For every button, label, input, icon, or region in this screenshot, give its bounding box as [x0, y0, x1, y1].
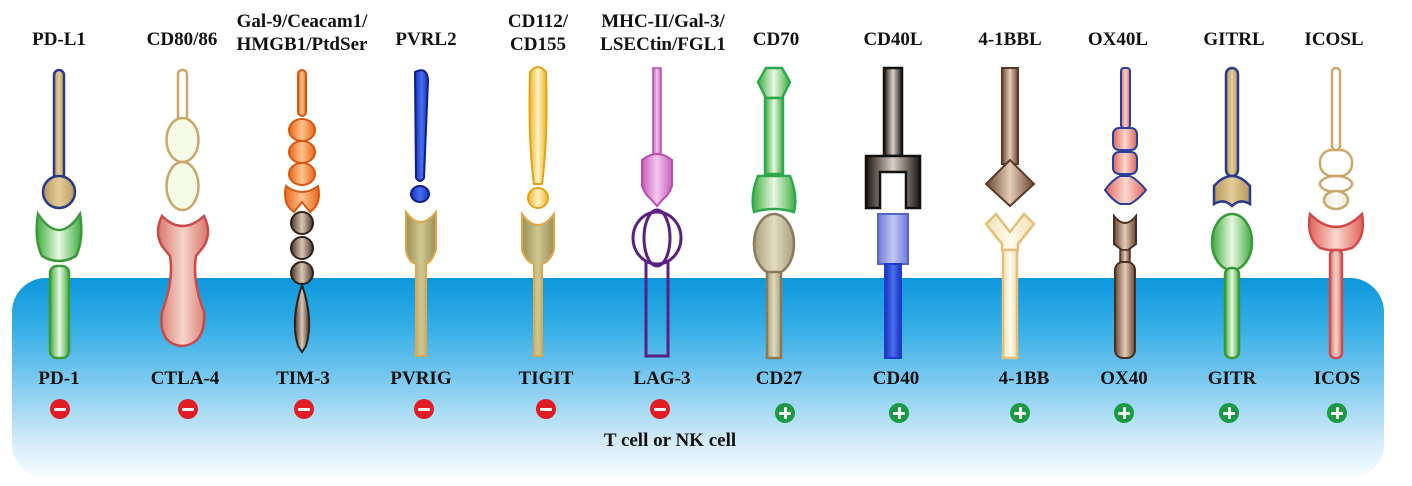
ligand-label-ox40l: OX40L	[1087, 29, 1149, 50]
stimulatory-plus-icon	[889, 403, 909, 423]
ligand-label-cd112-cd155: CD112/ CD155	[508, 10, 568, 56]
icosl-ligand	[1318, 66, 1354, 211]
receptor-label-icos: ICOS	[1313, 368, 1361, 389]
stimulatory-plus-icon	[775, 403, 795, 423]
ligand-label-cd40l: CD40L	[863, 29, 923, 50]
ox40-receptor	[1113, 213, 1137, 359]
ligand-label-pvrl2: PVRL2	[395, 29, 457, 50]
receptor-label-tim-3: TIM-3	[276, 368, 330, 389]
receptor-label-ox40: OX40	[1100, 368, 1148, 389]
ligand-label-line: Gal-9/Ceacam1/	[236, 11, 368, 32]
receptor-label-gitr: GITR	[1207, 368, 1257, 389]
ligand-label-cd80-86: CD80/86	[146, 29, 218, 50]
gal-9-ligand	[284, 69, 320, 214]
ctla-4-receptor	[156, 213, 210, 348]
4-1bb-receptor	[984, 212, 1036, 360]
pd-1-receptor	[35, 210, 83, 360]
pd-l1-ligand	[41, 68, 77, 210]
inhibitory-minus-icon	[294, 399, 314, 419]
inhibitory-minus-icon	[536, 399, 556, 419]
ox40l-ligand	[1103, 67, 1148, 205]
ligand-label-pd-l1: PD-L1	[32, 29, 86, 50]
receptor-label-4-1bb: 4-1BB	[998, 368, 1050, 389]
ligand-label-line: LSECtin/FGL1	[600, 34, 726, 55]
ligand-label-icosl: ICOSL	[1304, 29, 1364, 50]
tim-3-receptor	[290, 211, 314, 354]
ligand-label-mhc-ii: MHC-II/Gal-3/ LSECtin/FGL1	[600, 10, 726, 56]
mhc-ii-ligand	[641, 67, 673, 208]
receptor-label-cd40: CD40	[872, 368, 920, 389]
cell-membrane-region	[12, 278, 1384, 478]
lag-3-receptor	[631, 208, 683, 358]
inhibitory-minus-icon	[414, 399, 434, 419]
stimulatory-plus-icon	[1114, 403, 1134, 423]
receptor-label-pd-1: PD-1	[38, 368, 80, 389]
ligand-label-cd70: CD70	[752, 29, 800, 50]
stimulatory-plus-icon	[1010, 403, 1030, 423]
cell-type-label: T cell or NK cell	[603, 430, 737, 451]
ligand-label-gal-9: Gal-9/Ceacam1/ HMGB1/PtdSer	[237, 10, 368, 56]
inhibitory-minus-icon	[50, 399, 70, 419]
cd112-cd155-ligand	[527, 66, 549, 209]
inhibitory-minus-icon	[650, 399, 670, 419]
receptor-label-lag-3: LAG-3	[633, 368, 691, 389]
ligand-label-line: MHC-II/Gal-3/	[601, 11, 725, 32]
4-1bbl-ligand	[984, 67, 1036, 208]
ligand-label-gitrl: GITRL	[1203, 29, 1265, 50]
receptor-label-ctla-4: CTLA-4	[150, 368, 220, 389]
tigit-receptor	[521, 210, 555, 357]
cd40-receptor	[877, 213, 909, 359]
receptor-label-tigit: TIGIT	[518, 368, 574, 389]
cd70-ligand	[751, 66, 797, 214]
stimulatory-plus-icon	[1219, 403, 1239, 423]
cd80-86-ligand	[165, 68, 200, 212]
icos-receptor	[1307, 211, 1365, 360]
ligand-label-line: HMGB1/PtdSer	[236, 34, 368, 55]
stimulatory-plus-icon	[1327, 403, 1347, 423]
inhibitory-minus-icon	[178, 399, 198, 419]
cd40l-ligand	[864, 66, 922, 210]
pvrl2-ligand	[410, 69, 430, 203]
ligand-label-line: CD155	[510, 34, 566, 55]
gitr-receptor	[1210, 212, 1254, 360]
ligand-label-4-1bbl: 4-1BBL	[978, 29, 1042, 50]
gitrl-ligand	[1212, 66, 1252, 208]
cd27-receptor	[752, 212, 796, 360]
pvrig-receptor	[405, 208, 437, 357]
ligand-label-line: CD112/	[507, 11, 569, 32]
receptor-label-pvrig: PVRIG	[390, 368, 452, 389]
receptor-label-cd27: CD27	[755, 368, 803, 389]
